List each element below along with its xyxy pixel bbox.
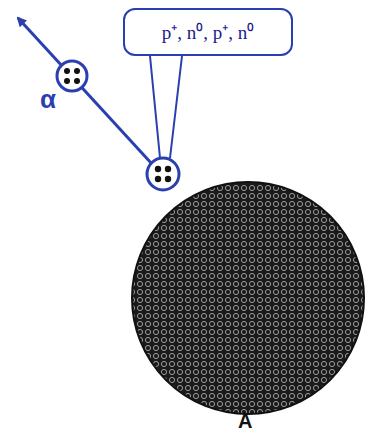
callout-box: p⁺, n⁰, p⁺, n⁰ [123,8,293,56]
callout-text: p⁺, n⁰, p⁺, n⁰ [162,19,255,45]
callout-tail [150,56,182,158]
particle-label: α [40,84,56,115]
alpha-particle-emitted [57,61,87,91]
nucleus-label: A [238,410,252,433]
nucleus [132,182,364,414]
alpha-particle-source [147,158,179,190]
